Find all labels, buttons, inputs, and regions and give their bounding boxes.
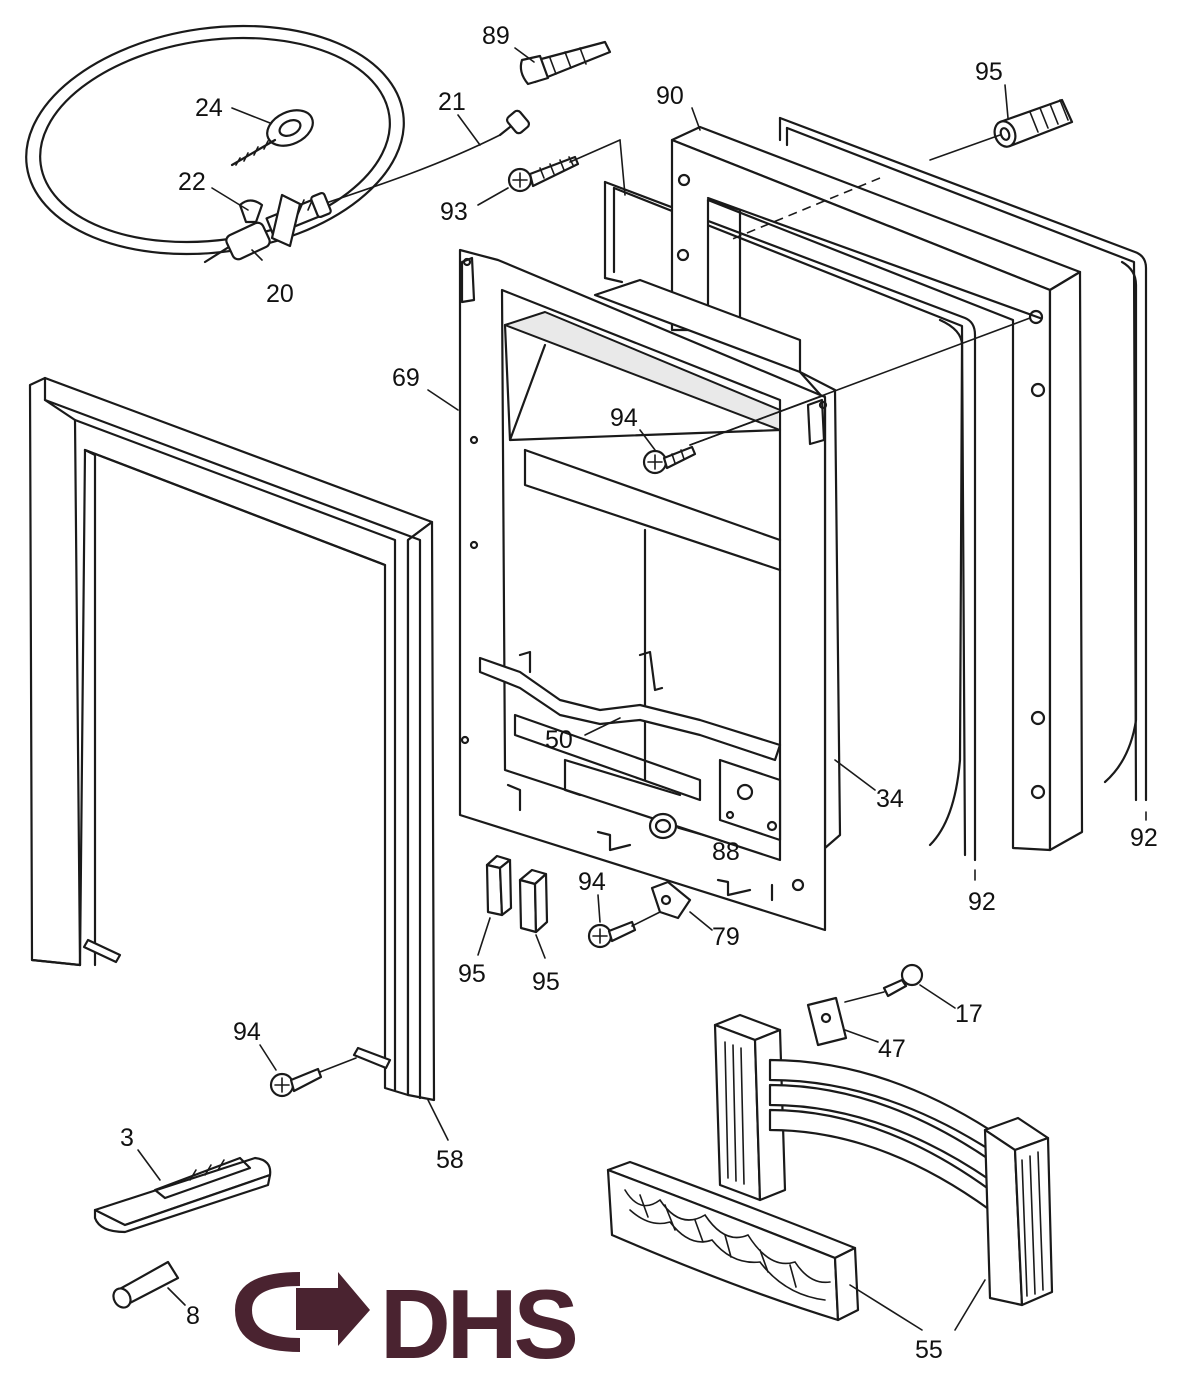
- wall-plug-95: [993, 98, 1074, 148]
- callout-3: 3: [120, 1124, 134, 1152]
- callout-55: 55: [915, 1336, 943, 1364]
- cable-assembly: [25, 24, 531, 264]
- callout-94: 94: [233, 1018, 261, 1046]
- bracket-79: [650, 880, 692, 920]
- dhs-logo: DHS: [235, 1269, 580, 1379]
- callout-21: 21: [438, 88, 466, 116]
- callout-22: 22: [178, 168, 206, 196]
- gasket-92-front: [603, 180, 977, 862]
- callout-92: 92: [1130, 824, 1158, 852]
- callout-93: 93: [440, 198, 468, 226]
- callout-17: 17: [955, 1000, 983, 1028]
- callout-labels: 89 90 95 24 21 22 93 20 69 94 50 34 92 8…: [120, 22, 1158, 1364]
- screw-94-top: [642, 445, 697, 475]
- callout-95: 95: [532, 968, 560, 996]
- front-surround-58: [28, 376, 436, 1102]
- screw-17: [844, 963, 924, 1003]
- callout-47: 47: [878, 1035, 906, 1063]
- callout-90: 90: [656, 82, 684, 110]
- callout-58: 58: [436, 1146, 464, 1174]
- screw-94-mid: [587, 911, 661, 949]
- trim-frame-90: [670, 125, 1084, 852]
- callout-79: 79: [712, 923, 740, 951]
- callout-92: 92: [968, 888, 996, 916]
- battery: [112, 1260, 180, 1309]
- eye-bolt: [230, 109, 314, 167]
- callout-94: 94: [578, 868, 606, 896]
- callout-95: 95: [975, 58, 1003, 86]
- insulation-block-left: [485, 854, 513, 917]
- gasket-92-rear: [778, 116, 1148, 802]
- callout-69: 69: [392, 364, 420, 392]
- remote-control: [93, 1156, 272, 1234]
- grommet-88: [648, 812, 678, 840]
- callout-95: 95: [458, 960, 486, 988]
- callout-88: 88: [712, 838, 740, 866]
- wall-plug: [519, 40, 612, 86]
- dhs-logo-text: DHS: [380, 1269, 576, 1379]
- fret-assembly-55: [606, 1013, 1054, 1331]
- callout-50: 50: [545, 726, 573, 754]
- callout-20: 20: [266, 280, 294, 308]
- callout-8: 8: [186, 1302, 200, 1330]
- firebox-69: [458, 248, 842, 932]
- cable-clamp: [203, 191, 332, 264]
- callout-34: 34: [876, 785, 904, 813]
- bracket-47: [806, 996, 848, 1047]
- leader-lines: [137, 47, 1147, 1306]
- dhs-logo-arrow-icon: [235, 1272, 370, 1352]
- screw-93: [507, 155, 580, 193]
- insulation-block-right: [518, 868, 549, 934]
- screw-94-bottom: [269, 1057, 357, 1098]
- callout-89: 89: [482, 22, 510, 50]
- callout-24: 24: [195, 94, 223, 122]
- callout-94: 94: [610, 404, 638, 432]
